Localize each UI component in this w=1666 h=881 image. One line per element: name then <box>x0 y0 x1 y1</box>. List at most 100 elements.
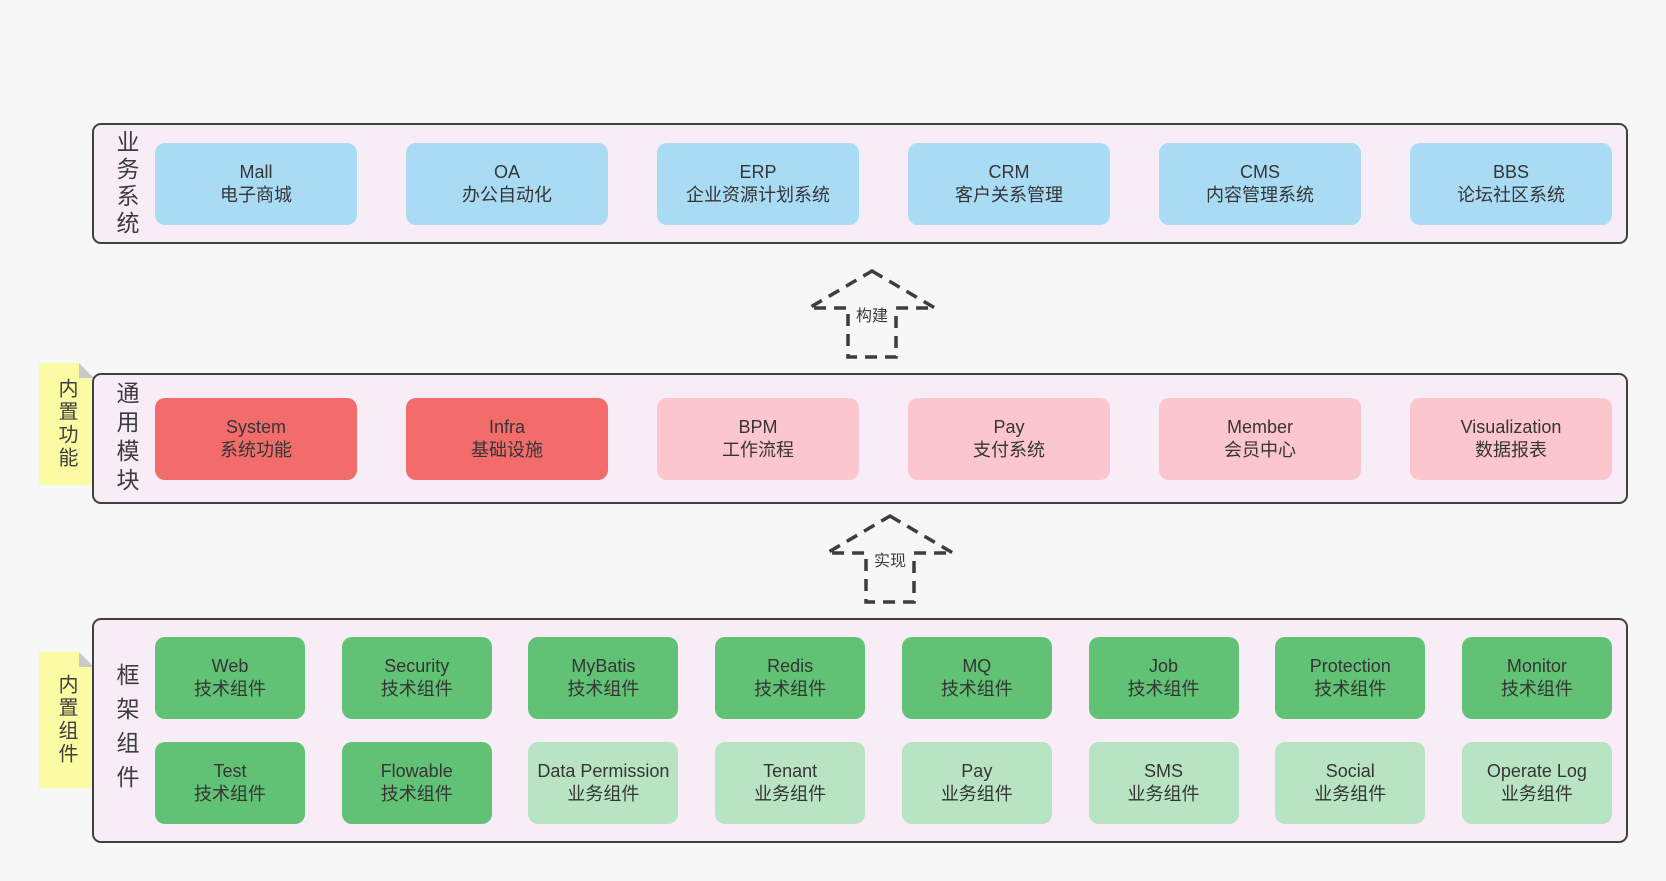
box-subtitle: 支付系统 <box>973 439 1045 460</box>
box-subtitle: 办公自动化 <box>462 184 552 205</box>
box-pay-system: Pay 支付系统 <box>908 397 1110 480</box>
box-social: Social 业务组件 <box>1275 742 1426 824</box>
box-crm: CRM 客户关系管理 <box>908 142 1110 225</box>
box-subtitle: 技术组件 <box>1127 679 1200 699</box>
box-bpm: BPM 工作流程 <box>657 397 859 480</box>
box-title: Visualization <box>1460 416 1562 437</box>
box-visualization: Visualization 数据报表 <box>1410 397 1612 480</box>
box-sms: SMS 业务组件 <box>1088 742 1239 824</box>
box-mq: MQ 技术组件 <box>901 637 1052 719</box>
up-arrow-icon <box>807 268 937 359</box>
box-flowable: Flowable 技术组件 <box>341 742 492 824</box>
arrow-build: 构建 <box>807 268 937 360</box>
box-subtitle: 系统功能 <box>220 439 292 460</box>
box-row: Test 技术组件 Flowable 技术组件 Data Permission … <box>155 742 1612 824</box>
box-title: Monitor <box>1506 656 1567 676</box>
box-title: Tenant <box>763 761 818 781</box>
box-title: Member <box>1226 416 1293 437</box>
box-infra: Infra 基础设施 <box>406 397 608 480</box>
arrow-label: 构建 <box>852 300 892 328</box>
up-arrow-icon <box>825 513 955 604</box>
box-operate-log: Operate Log 业务组件 <box>1461 742 1612 824</box>
box-title: CRM <box>988 161 1030 182</box>
box-subtitle: 技术组件 <box>567 679 640 699</box>
arrow-implement: 实现 <box>825 513 955 605</box>
panel-side-label: 通用模块 <box>113 380 139 497</box>
box-subtitle: 业务组件 <box>1500 784 1573 804</box>
box-title: Security <box>384 656 450 676</box>
box-erp: ERP 企业资源计划系统 <box>657 142 859 225</box>
box-title: Data Permission <box>537 761 670 781</box>
box-title: Social <box>1325 761 1375 781</box>
box-title: MyBatis <box>571 656 636 676</box>
box-subtitle: 业务组件 <box>1314 784 1387 804</box>
box-title: Protection <box>1309 656 1391 676</box>
box-title: Pay <box>961 761 993 781</box>
box-web: Web 技术组件 <box>155 637 305 719</box>
box-protection: Protection 技术组件 <box>1275 637 1426 719</box>
box-test: Test 技术组件 <box>155 742 305 824</box>
box-subtitle: 业务组件 <box>754 784 827 804</box>
box-title: SMS <box>1144 761 1184 781</box>
box-title: Test <box>213 761 247 781</box>
sticky-note-built-in-features: 内置功能 <box>39 363 94 485</box>
box-title: BPM <box>738 416 778 437</box>
box-cms: CMS 内容管理系统 <box>1159 142 1361 225</box>
box-subtitle: 业务组件 <box>567 784 640 804</box>
box-title: Web <box>211 656 249 676</box>
box-subtitle: 技术组件 <box>380 679 453 699</box>
box-subtitle: 技术组件 <box>380 784 453 804</box>
box-title: CMS <box>1240 161 1280 182</box>
box-subtitle: 技术组件 <box>1500 679 1573 699</box>
sticky-note-label: 内置组件 <box>55 674 77 766</box>
box-subtitle: 技术组件 <box>1314 679 1387 699</box>
box-title: MQ <box>962 656 992 676</box>
box-title: Flowable <box>380 761 453 781</box>
box-system: System 系统功能 <box>155 397 357 480</box>
arrow-label: 实现 <box>870 545 910 573</box>
box-title: OA <box>493 161 520 182</box>
box-title: Job <box>1149 656 1179 676</box>
box-title: Redis <box>767 656 814 676</box>
box-member: Member 会员中心 <box>1159 397 1361 480</box>
box-subtitle: 会员中心 <box>1224 439 1296 460</box>
box-title: ERP <box>739 161 777 182</box>
box-tenant: Tenant 业务组件 <box>715 742 866 824</box>
box-redis: Redis 技术组件 <box>715 637 866 719</box>
box-subtitle: 技术组件 <box>194 679 266 699</box>
box-title: Operate Log <box>1486 761 1587 781</box>
box-oa: OA 办公自动化 <box>406 142 608 225</box>
box-title: Mall <box>239 161 273 182</box>
box-subtitle: 内容管理系统 <box>1206 184 1314 205</box>
box-monitor: Monitor 技术组件 <box>1461 637 1612 719</box>
panel-side-label: 框架组件 <box>113 662 139 799</box>
panel-side-label: 业务系统 <box>113 129 139 238</box>
box-subtitle: 论坛社区系统 <box>1457 184 1565 205</box>
panel-framework-components: 框架组件 Web 技术组件 Security 技术组件 MyBatis 技术组件… <box>92 618 1628 843</box>
box-title: BBS <box>1492 161 1530 182</box>
sticky-note-label: 内置功能 <box>55 378 77 470</box>
box-subtitle: 电子商城 <box>220 184 292 205</box>
box-data-permission: Data Permission 业务组件 <box>528 742 679 824</box>
box-row: System 系统功能 Infra 基础设施 BPM 工作流程 Pay 支付系统… <box>155 397 1612 480</box>
box-subtitle: 技术组件 <box>754 679 827 699</box>
box-title: Pay <box>993 416 1025 437</box>
box-subtitle: 技术组件 <box>194 784 266 804</box>
box-title: System <box>225 416 286 437</box>
box-security: Security 技术组件 <box>341 637 492 719</box>
panel-business-systems: 业务系统 Mall 电子商城 OA 办公自动化 ERP 企业资源计划系统 CRM… <box>92 123 1628 244</box>
box-subtitle: 技术组件 <box>940 679 1013 699</box>
box-row: Web 技术组件 Security 技术组件 MyBatis 技术组件 Redi… <box>155 637 1612 719</box>
box-subtitle: 工作流程 <box>722 439 794 460</box>
box-bbs: BBS 论坛社区系统 <box>1410 142 1612 225</box>
box-mybatis: MyBatis 技术组件 <box>528 637 679 719</box>
box-subtitle: 企业资源计划系统 <box>686 184 830 205</box>
box-mall: Mall 电子商城 <box>155 142 357 225</box>
box-subtitle: 客户关系管理 <box>955 184 1063 205</box>
panel-common-modules: 通用模块 System 系统功能 Infra 基础设施 BPM 工作流程 Pay… <box>92 373 1628 504</box>
box-title: Infra <box>488 416 526 437</box>
box-subtitle: 业务组件 <box>1127 784 1200 804</box>
box-pay-component: Pay 业务组件 <box>901 742 1052 824</box>
box-row: Mall 电子商城 OA 办公自动化 ERP 企业资源计划系统 CRM 客户关系… <box>155 142 1612 225</box>
box-job: Job 技术组件 <box>1088 637 1239 719</box>
